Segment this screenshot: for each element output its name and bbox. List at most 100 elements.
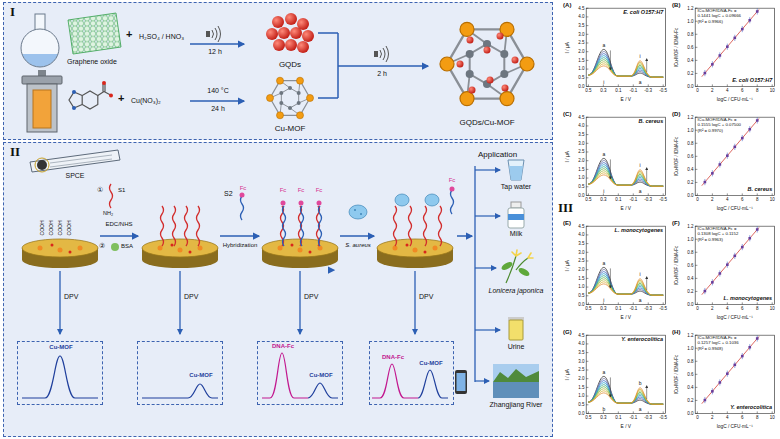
gqd-cluster <box>278 27 290 39</box>
curve-label: i <box>603 80 604 86</box>
tick-label: 4.5 <box>578 115 584 120</box>
spce-electrode <box>30 150 120 172</box>
milk-bottle <box>508 208 524 228</box>
s1-strands <box>197 206 200 246</box>
plot-panel: (G)Y. enterocoliticaI / μAE / V4.54.03.5… <box>562 329 668 436</box>
aptamer-strands <box>394 187 455 247</box>
bacterium-label: S. aureus <box>345 242 371 249</box>
tick-label: 0.5 <box>585 415 591 420</box>
panel: IICu-MOFCu-MOFDNA-FcCu-MOFDNA-FcCu-MOF <box>3 142 553 437</box>
material-label: Cu-MOF <box>275 124 306 133</box>
tick-label: 4.0 <box>578 232 584 237</box>
mof-structure <box>267 77 314 119</box>
strand-label: S1 <box>118 187 125 194</box>
tick-label: 3.0 <box>578 32 584 37</box>
dpv-arrow <box>179 271 180 334</box>
gqd-dots <box>502 85 509 92</box>
regression-equation: ICu-MOF/IDNA-Fc = 0.1441 logC + 0.09666 <box>697 9 741 19</box>
tick-label: 10 <box>770 197 775 202</box>
milk-bottle <box>508 202 524 228</box>
tick-label: 0.0 <box>578 411 584 416</box>
tick-label: 1.0 <box>687 346 693 351</box>
tick-label: 8 <box>756 88 759 93</box>
tick-label: 4.5 <box>578 333 584 338</box>
tick-label: 2.5 <box>578 258 584 263</box>
river-photo <box>493 382 539 398</box>
tick-label: 0.3 <box>600 306 606 311</box>
application-arrow <box>475 215 500 216</box>
tick-label: 0.0 <box>578 84 584 89</box>
panel-tag: (A) <box>563 2 571 9</box>
tick-label: 1.2 <box>687 115 693 120</box>
correlation-coefficient: (R² = 0.9963) <box>697 238 722 243</box>
hybrid-strands <box>301 206 304 246</box>
application-arrow <box>475 380 489 381</box>
tick-label: 0.3 <box>600 197 606 202</box>
section-label: Application <box>478 150 517 159</box>
milk-bottle <box>511 202 521 208</box>
tick-label: 6 <box>741 88 744 93</box>
curve-label: i <box>640 272 641 278</box>
aptamer-strands <box>424 206 427 246</box>
gqd-cluster <box>302 30 314 42</box>
group-label: COOH <box>48 221 54 236</box>
aptamer-strands <box>409 206 412 246</box>
axis-title: logC / CFU·mL⁻¹ <box>717 206 753 212</box>
tick-label: 6 <box>741 306 744 311</box>
tick-label: 0.2 <box>687 180 693 185</box>
method-label: DPV <box>419 293 433 301</box>
aptamer-strands <box>439 206 442 246</box>
figure-art <box>695 335 774 413</box>
gqd-cluster <box>273 39 285 51</box>
gqd-dots <box>457 33 519 94</box>
tick-label: 0 <box>696 197 699 202</box>
material-label: GQDs <box>279 60 301 69</box>
species-name: B. cereus <box>747 186 772 192</box>
benzimidazole-molecule <box>109 94 113 98</box>
tick-label: 0.5 <box>585 306 591 311</box>
peak-label: Cu-MOF <box>49 344 72 351</box>
group-label: NH₂ <box>103 210 113 216</box>
condition-label: 12 h <box>208 48 222 56</box>
reagent-icons <box>110 184 368 251</box>
tick-label: 2.0 <box>578 158 584 163</box>
aptamer-strands <box>394 206 397 246</box>
gqd-dots <box>469 87 476 94</box>
tick-label: -0.1 <box>629 197 637 202</box>
tick-label: 3.0 <box>578 141 584 146</box>
tick-label: 1.0 <box>578 66 584 71</box>
tick-label: 4 <box>726 197 729 202</box>
tick-label: 3.5 <box>578 132 584 137</box>
s1-strands <box>185 206 188 246</box>
tick-label: 2.5 <box>578 367 584 372</box>
plot-panel: (B)ICu-MOF/IDNA-Fc = 0.1441 logC + 0.096… <box>671 2 777 109</box>
autoclave <box>27 84 57 132</box>
tick-label: -0.3 <box>644 306 652 311</box>
honeysuckle-icon <box>500 260 513 271</box>
tick-label: 0.0 <box>687 411 693 416</box>
figure-art <box>695 226 774 304</box>
species-name: Y. enterocolitica <box>730 404 772 410</box>
step-arrow <box>60 269 334 271</box>
autoclave <box>38 70 46 76</box>
species-name: E. coli O157:H7 <box>623 9 663 15</box>
gqd-dots <box>467 37 474 44</box>
curve-label: a <box>602 370 605 376</box>
curve-label: b <box>602 407 605 413</box>
spce-electrode <box>30 150 120 172</box>
species-name: B. cereus <box>638 118 663 124</box>
urine-cup <box>508 317 524 340</box>
tick-label: 0 <box>696 306 699 311</box>
river-photo <box>493 369 539 382</box>
axis-title: ICu-MOF / IDNA-Fc <box>674 137 679 177</box>
plot-panel: (H)ICu-MOF/IDNA-Fc = 0.1257 logC + 0.103… <box>671 329 777 436</box>
tick-label: 4 <box>726 415 729 420</box>
benzimidazole-molecule <box>102 81 106 85</box>
axis-title: E / V <box>621 206 631 212</box>
honeysuckle-icon <box>512 250 533 258</box>
dpv-peak <box>372 364 418 398</box>
tick-label: 10 <box>770 306 775 311</box>
regression-equation: ICu-MOF/IDNA-Fc = 0.1555 logC + 0.07500 <box>697 118 741 128</box>
tick-label: 1.0 <box>578 393 584 398</box>
reagent-icons <box>110 184 113 208</box>
